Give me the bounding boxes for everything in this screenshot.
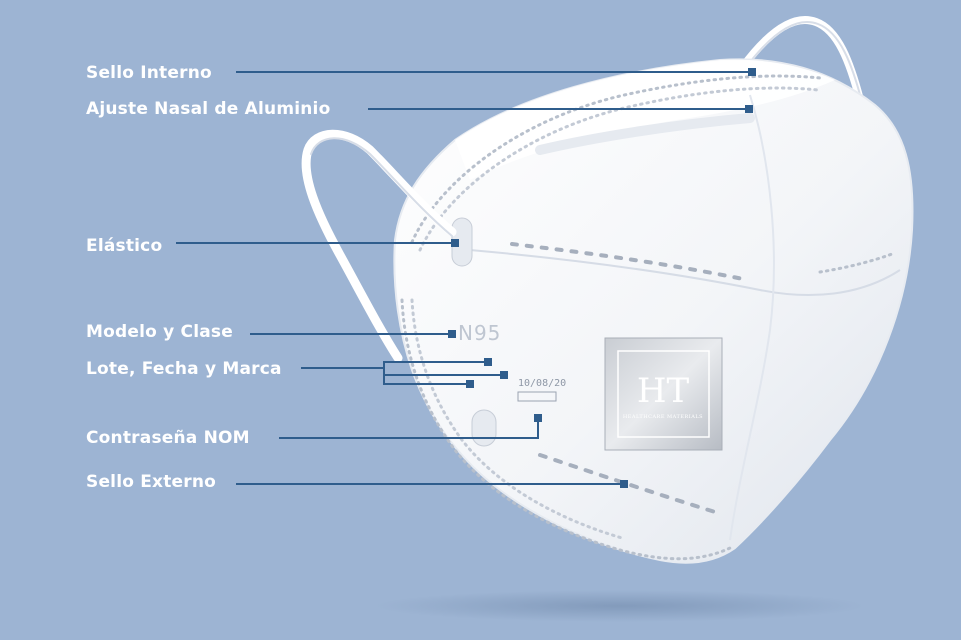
label-ajuste-nasal: Ajuste Nasal de Aluminio: [86, 99, 331, 119]
elastic-band-front: [301, 129, 457, 363]
brand-logo-sub: HEALTHCARE MATERIALS: [623, 414, 703, 420]
brand-logo-box: [604, 337, 723, 451]
label-sello-externo: Sello Externo: [86, 472, 217, 492]
leader-lote-branch-c: [383, 368, 470, 385]
leader-contrasena: [279, 418, 539, 439]
leader-endpoints: [448, 68, 756, 488]
leader-lines: [176, 71, 752, 485]
mask-shadow: [375, 590, 865, 622]
weld-dots-top: [410, 74, 822, 244]
mask-center-fold: [469, 249, 901, 297]
mask-lot-print: 10/08/20: [518, 378, 566, 389]
loop-weld-lower: [471, 409, 497, 447]
label-modelo-clase: Modelo y Clase: [86, 322, 233, 342]
label-sello-interno: Sello Interno: [86, 63, 212, 83]
mask-model-print: N95: [458, 321, 501, 345]
leader-lote-branch-a: [383, 361, 488, 368]
mask-top-panel: [455, 59, 835, 181]
nose-clip: [535, 113, 755, 155]
nom-stamp: [517, 391, 557, 402]
label-lote-fecha-marca: Lote, Fecha y Marca: [86, 359, 282, 379]
weld-dots-center: [510, 242, 750, 282]
brand-logo-initials: HT: [637, 371, 690, 411]
label-elastico: Elástico: [86, 236, 163, 256]
label-contrasena-nom: Contraseña NOM: [86, 428, 250, 448]
weld-dots-side: [400, 298, 732, 561]
